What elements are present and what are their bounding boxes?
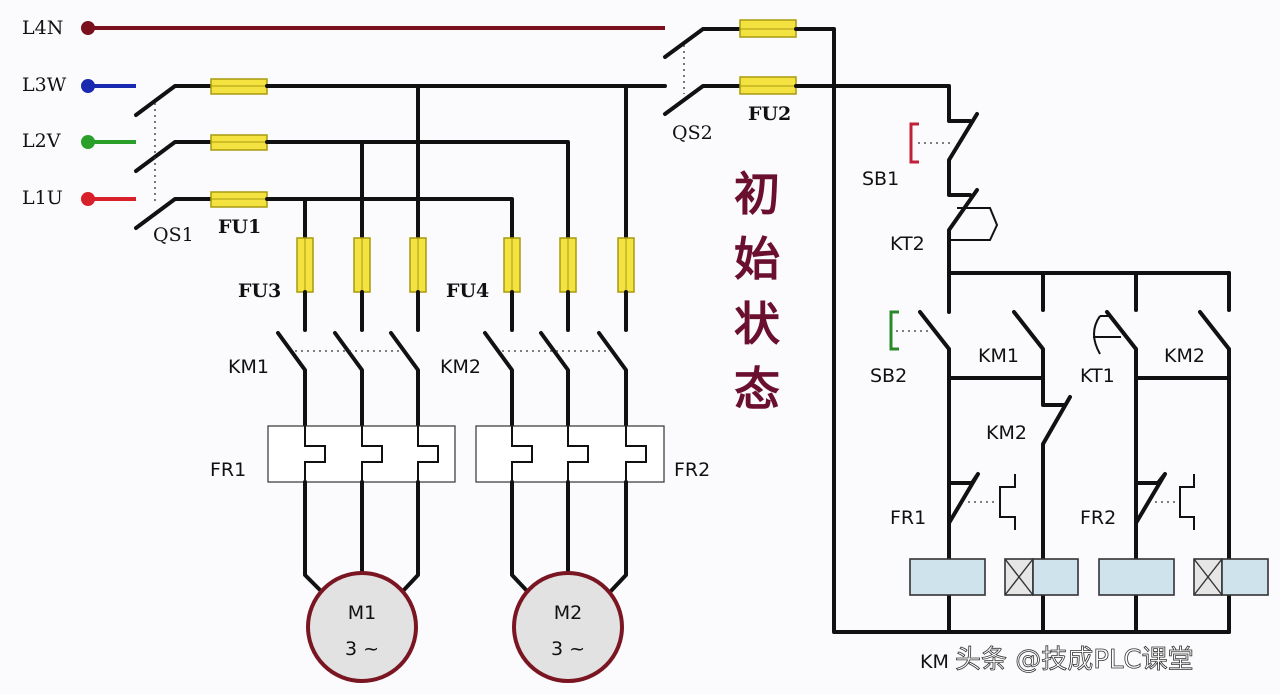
km1-main-label: KM1 <box>228 356 269 378</box>
fu4-group: FU4 <box>446 237 635 302</box>
fr1-main-label: FR1 <box>210 459 246 481</box>
title-initial-state: 初 始 状 态 <box>734 167 781 416</box>
km2-interlock-label: KM2 <box>986 422 1027 444</box>
qs1-label: QS1 <box>153 224 194 246</box>
phase-label-l3w: L3W <box>22 74 67 96</box>
motor-m2: M2 3 ~ <box>512 571 624 683</box>
coil-km1 <box>909 558 986 596</box>
phase-label-l1u: L1U <box>22 187 63 209</box>
watermark: 头条 @技成PLC课堂 <box>955 645 1194 675</box>
fr2-box <box>475 425 665 483</box>
sb1-button-icon <box>909 122 919 164</box>
control-fuses-fu2: FU2 <box>739 19 797 125</box>
thermal-relays: FR1 FR2 <box>210 425 710 483</box>
km1-hold-label: KM1 <box>978 345 1019 367</box>
title-char-1: 初 <box>734 167 780 221</box>
phase-terminals: L4N L3W L2V L1U <box>22 17 665 209</box>
sb1-label: SB1 <box>862 168 899 190</box>
motor-m1: M1 3 ~ <box>306 571 418 683</box>
fu4-label: FU4 <box>446 280 489 302</box>
fr2-ctrl-label: FR2 <box>1080 507 1116 529</box>
control-switch-qs2: QS2 <box>663 27 742 144</box>
m2-label: M2 <box>554 602 582 624</box>
coil-kt2 <box>1221 558 1269 596</box>
main-contactors: KM1 KM2 <box>228 331 628 427</box>
control-wiring: SB1 KT2 SB2 KM1 KM2 KT1 KM2 <box>794 27 1231 634</box>
fu1-label: FU1 <box>218 216 261 238</box>
motor-leads <box>303 480 628 594</box>
fr2-main-label: FR2 <box>674 459 710 481</box>
fr1-ctrl-label: FR1 <box>890 507 926 529</box>
phase-label-l4n: L4N <box>22 17 63 39</box>
coils: KM <box>909 558 1269 673</box>
sb2-button-icon <box>889 310 899 351</box>
m1-type: 3 ~ <box>345 638 379 660</box>
bus-wires <box>265 84 667 242</box>
branch-fuses: FU3 FU4 <box>238 237 635 332</box>
main-switch-qs1: QS1 <box>134 84 214 246</box>
coil-km2 <box>1098 558 1175 596</box>
fu3-label: FU3 <box>238 280 281 302</box>
coil-kt1 <box>1032 558 1079 596</box>
coil-label-partial: KM <box>920 651 949 673</box>
km2-hold-label: KM2 <box>1164 345 1205 367</box>
sb2-label: SB2 <box>870 365 907 387</box>
m2-type: 3 ~ <box>551 638 585 660</box>
kt2-label: KT2 <box>890 233 925 255</box>
title-char-3: 状 <box>734 297 781 351</box>
qs2-label: QS2 <box>672 122 713 144</box>
km2-main-label: KM2 <box>440 356 481 378</box>
main-fuses-fu1: FU1 <box>210 78 268 238</box>
kt1-label: KT1 <box>1080 365 1115 387</box>
fu3-group: FU3 <box>238 237 427 302</box>
title-char-2: 始 <box>734 232 780 286</box>
fu2-label: FU2 <box>748 103 791 125</box>
title-char-4: 态 <box>734 362 780 416</box>
phase-label-l2v: L2V <box>22 130 61 152</box>
m1-label: M1 <box>348 602 376 624</box>
